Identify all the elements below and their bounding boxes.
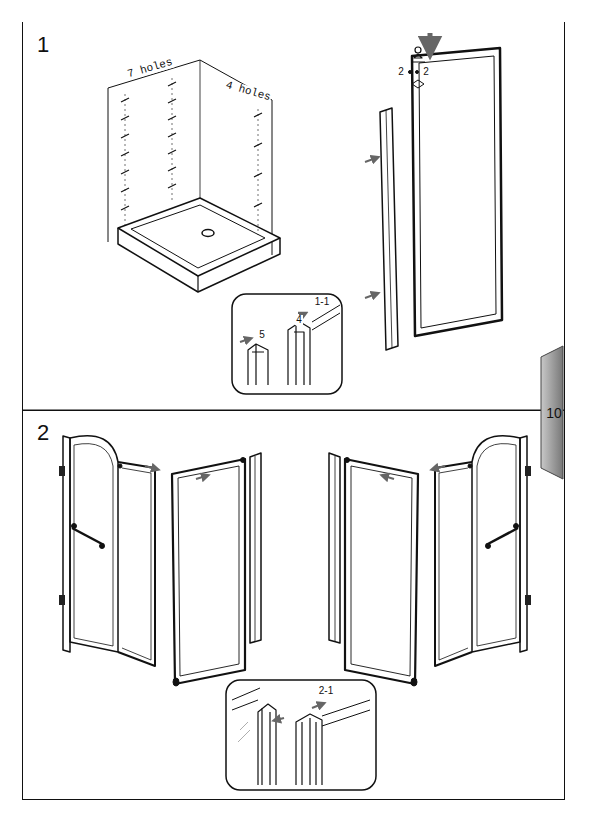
hole-count: 4 holes (223, 79, 272, 103)
detail-number: 1-1 (314, 297, 330, 307)
callout-number: 4 (295, 315, 303, 325)
part-count: 2 (422, 67, 430, 77)
step-number: 1 (37, 34, 49, 56)
step-panel: 2 (22, 410, 565, 800)
step-panel: 1 (22, 22, 565, 411)
hole-count: 7 holes (125, 56, 174, 80)
part-count: 2 (397, 67, 405, 77)
detail-number: 2-1 (318, 686, 334, 696)
step-number: 2 (37, 422, 49, 444)
page-number: 10 (546, 406, 562, 420)
page-tab: 10 (540, 345, 564, 480)
callout-number: 5 (258, 330, 266, 340)
